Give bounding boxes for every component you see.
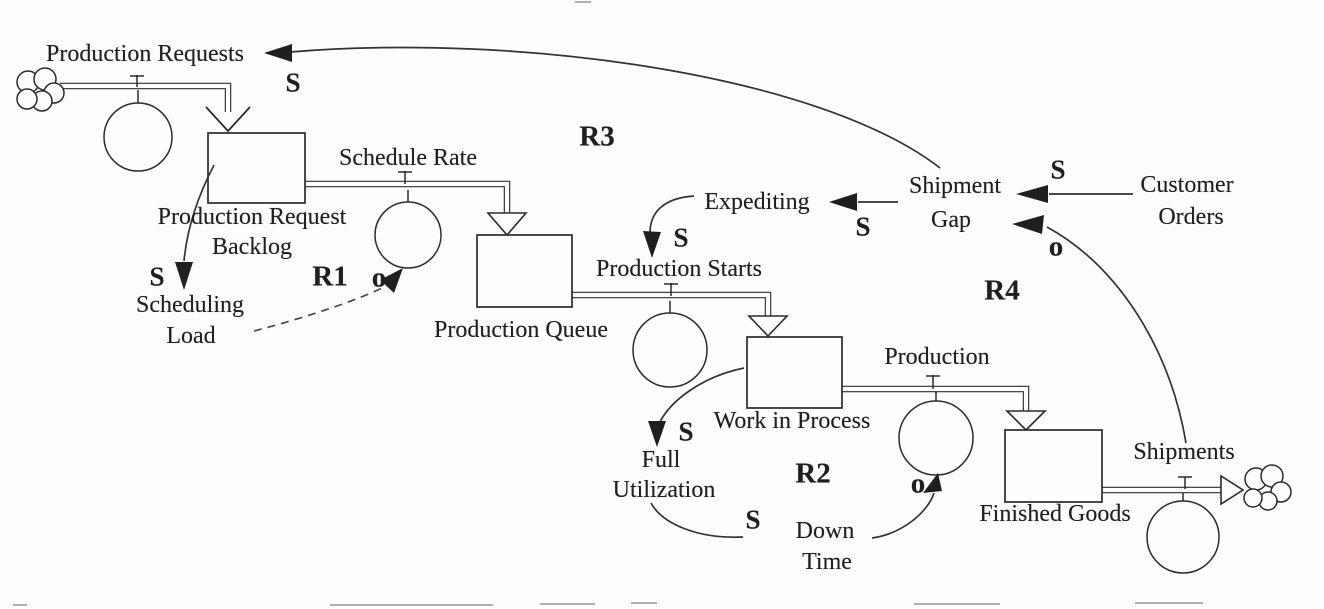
valve-circle-shipments: [1146, 500, 1220, 574]
label-shipment-gap-line1: Shipment: [908, 173, 1002, 199]
loop-label-r2: R2: [795, 457, 831, 490]
valve-circle-production-starts: [632, 312, 708, 388]
arrowhead-scheduling-load: [175, 262, 193, 290]
valve-circle-schedule-rate: [374, 201, 442, 269]
label-finished-goods: Finished Goods: [979, 501, 1131, 527]
flow-pipe-production: [842, 385, 1030, 411]
stock-work-in-process: [746, 336, 843, 409]
link-wip-to-full-utilization: [658, 367, 745, 425]
flow-arrowhead-into-finished-goods: [1005, 410, 1047, 432]
source-cloud: [16, 67, 65, 112]
link-down-time-to-production: [871, 492, 935, 539]
label-production-request-backlog-line1: Production Request: [157, 204, 347, 230]
label-down-time-line2: Time: [802, 549, 852, 575]
flow-pipe-schedule-rate: [305, 180, 511, 213]
loop-label-r4: R4: [984, 274, 1020, 307]
link-shipments-to-shipment-gap: [1046, 226, 1187, 444]
valve-tick-shipments: [1178, 476, 1192, 501]
polarity-s-customer-orders-shipment-gap: S: [1050, 154, 1066, 185]
polarity-o-shipments-shipment-gap: o: [1048, 230, 1064, 263]
valve-tick-schedule-rate: [398, 171, 412, 202]
scan-artifact: [540, 603, 595, 605]
polarity-s-full-utilization-down-time: S: [745, 504, 761, 535]
flow-arrowhead-into-production-queue: [486, 212, 528, 237]
label-production-request-backlog-line2: Backlog: [212, 234, 292, 260]
label-scheduling-load-line1: Scheduling: [136, 292, 244, 318]
polarity-s-wip-full-utilization: S: [678, 416, 694, 447]
arrowhead-production-from-down-time: [923, 473, 942, 493]
scan-artifact: [13, 604, 27, 606]
link-backlog-to-scheduling-load: [183, 164, 215, 262]
label-production-starts: Production Starts: [596, 256, 762, 282]
scan-artifact: [1135, 602, 1203, 604]
link-expediting-to-production-starts: [649, 195, 695, 234]
scan-artifact: [575, 1, 591, 3]
label-production: Production: [884, 344, 990, 370]
valve-tick-production-starts: [664, 283, 678, 313]
arrowhead-production-requests: [264, 44, 292, 62]
arrowhead-schedule-rate-from-scheduling-load: [380, 268, 403, 293]
polarity-o-schedule-rate: o: [371, 261, 387, 294]
label-down-time-line1: Down: [795, 518, 855, 544]
arrowhead-full-utilization: [648, 421, 666, 447]
valve-circle-production-requests: [103, 102, 173, 172]
label-customer-orders-line2: Orders: [1158, 204, 1224, 230]
link-full-utilization-to-down-time: [650, 502, 744, 539]
valve-circle-production: [898, 400, 974, 476]
valve-tick-production: [926, 375, 940, 401]
sink-cloud: [1243, 464, 1292, 511]
label-shipments: Shipments: [1133, 439, 1235, 465]
polarity-s-shipment-gap-expediting: S: [855, 211, 871, 242]
stock-production-request-backlog: [207, 132, 306, 204]
label-expediting: Expediting: [704, 189, 810, 215]
link-shipment-gap-to-production-requests: [289, 46, 941, 169]
flow-pipe-production-starts: [572, 291, 772, 316]
flow-arrowhead-into-work-in-process: [747, 315, 789, 338]
label-scheduling-load-line2: Load: [166, 323, 216, 349]
loop-label-r1: R1: [312, 260, 348, 293]
flow-arrowhead-into-backlog: [205, 106, 251, 133]
arrowhead-shipment-gap-from-customer-orders: [1016, 185, 1048, 203]
valve-tick-production-requests: [130, 75, 144, 103]
label-shipment-gap-line2: Gap: [931, 207, 971, 233]
arrowhead-expediting: [829, 193, 857, 211]
label-full-utilization-line1: Full: [641, 447, 681, 473]
label-production-queue: Production Queue: [434, 317, 608, 343]
arrowhead-production-starts-from-expediting: [643, 231, 661, 258]
label-schedule-rate: Schedule Rate: [339, 145, 477, 171]
loop-label-r3: R3: [579, 120, 615, 153]
polarity-o-down-time-production: o: [910, 467, 926, 500]
flow-arrowhead-into-sink-cloud: [1220, 474, 1245, 506]
stock-production-queue: [476, 234, 573, 308]
polarity-s-scheduling-load: S: [149, 261, 165, 292]
link-scheduling-load-to-schedule-rate: [253, 283, 391, 332]
polarity-s-expediting-production-starts: S: [673, 222, 689, 253]
scan-artifact: [330, 604, 493, 606]
label-customer-orders-line1: Customer: [1140, 172, 1234, 198]
scan-artifact: [914, 603, 1000, 605]
label-production-requests: Production Requests: [46, 41, 244, 67]
stock-finished-goods: [1004, 429, 1103, 503]
flow-pipe-production-requests: [60, 82, 232, 112]
arrowhead-shipment-gap-from-shipments: [1012, 215, 1044, 234]
label-work-in-process: Work in Process: [713, 408, 871, 434]
polarity-s-production-requests: S: [285, 67, 301, 98]
label-full-utilization-line2: Utilization: [612, 477, 716, 503]
scan-artifact: [631, 602, 657, 604]
